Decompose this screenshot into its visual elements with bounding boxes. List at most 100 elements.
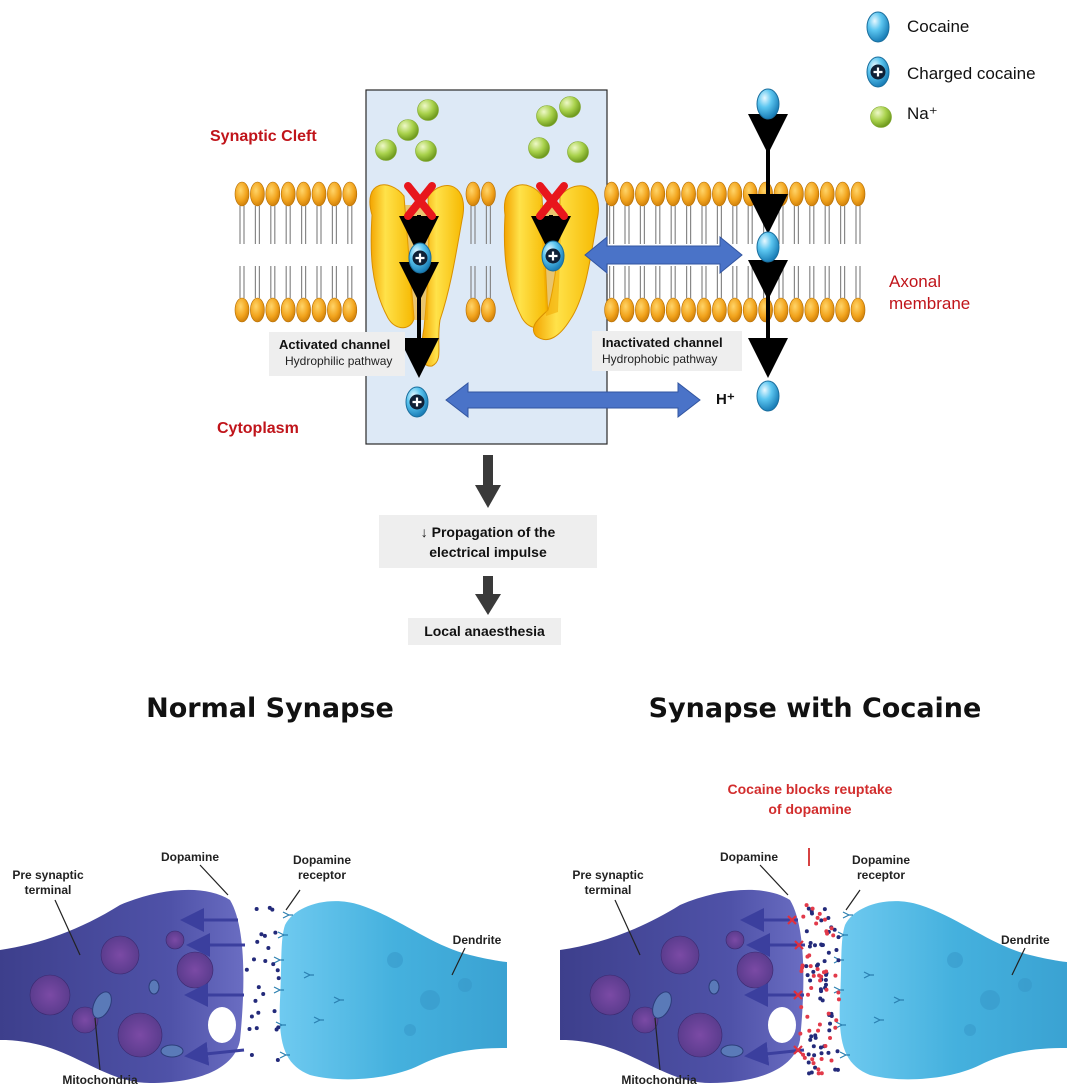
mitochondrion <box>720 1044 744 1058</box>
lipid-head <box>850 297 866 323</box>
dopamine-molecule <box>256 985 261 990</box>
cocaine-outside <box>756 88 780 120</box>
cocaine-molecules <box>405 11 890 418</box>
cocaine-molecule-dot <box>801 1052 806 1057</box>
lipid-head <box>789 297 804 323</box>
lipid-head <box>481 297 496 323</box>
dopamine-molecule <box>818 987 823 992</box>
cocaine-molecule-dot <box>809 986 814 991</box>
dopamine-molecule <box>823 982 828 987</box>
dopamine-molecule <box>805 973 810 978</box>
cocaine-in-membrane <box>756 231 780 263</box>
dendrite-spot <box>387 952 403 968</box>
cocaine-molecule-dot <box>802 1055 807 1060</box>
dendrite <box>839 901 1067 1080</box>
dopamine-molecule <box>263 959 268 964</box>
lipid-head <box>311 181 327 207</box>
cocaine-molecule-dot <box>833 1025 838 1030</box>
lipid-head <box>650 297 666 323</box>
activated-channel-subtitle: Hydrophilic pathway <box>285 354 393 368</box>
h-plus-label: H⁺ <box>716 391 735 408</box>
cocaine-molecule-dot <box>825 931 830 936</box>
dopamine-molecule <box>254 1026 259 1031</box>
cocaine-molecule-dot <box>799 1005 804 1010</box>
cocaine-synapse-panel <box>560 848 1067 1083</box>
dopamine-molecule <box>274 1027 279 1032</box>
lipid-head <box>758 181 773 207</box>
na-ion <box>567 141 589 163</box>
dopamine-molecule <box>270 907 275 912</box>
normal-dopamine-label: Dopamine <box>160 850 219 864</box>
legend-cocaine-label: Cocaine <box>907 17 970 36</box>
normal-pre-synaptic-label: Pre synaptic terminal <box>6 868 90 898</box>
lipid-head <box>773 181 789 207</box>
lipid-head <box>696 181 712 207</box>
lipid-head <box>665 181 681 207</box>
lipid-head <box>311 297 327 323</box>
lipid-head <box>296 297 311 323</box>
lipid-head <box>342 297 358 323</box>
lipid-head <box>742 297 758 323</box>
dopamine-molecule <box>251 957 256 962</box>
lipid-head <box>296 181 311 207</box>
mitochondrion <box>708 979 720 995</box>
lipid-head <box>234 297 250 323</box>
cocaine-molecule-dot <box>801 914 806 919</box>
normal-dendrite-label: Dendrite <box>452 933 502 947</box>
dopamine-molecule <box>262 933 267 938</box>
dopamine-molecule <box>808 1037 813 1042</box>
dopamine-molecule <box>804 929 809 934</box>
dopamine-molecule <box>834 947 839 952</box>
dopamine-molecule <box>255 939 260 944</box>
cocaine-molecule-dot <box>834 1018 839 1023</box>
inactivated-channel-label: Inactivated channel Hydrophobic pathway <box>592 331 742 371</box>
na-ion <box>415 140 437 162</box>
cocaine-molecule-dot <box>817 1022 822 1027</box>
na-ion <box>375 139 397 161</box>
leader-line <box>614 899 641 956</box>
dopamine-molecule <box>804 964 809 969</box>
cocaine-molecule-dot <box>817 911 822 916</box>
cocaine-molecule-dot <box>819 1057 824 1062</box>
dopamine-molecule <box>819 918 824 923</box>
dendrite <box>279 901 507 1080</box>
cocaine-molecule-dot <box>811 973 816 978</box>
lipid-head <box>327 297 342 323</box>
dopamine-receptor <box>313 1016 324 1024</box>
lipid-head <box>265 181 281 207</box>
dopamine-molecule <box>807 1071 812 1076</box>
dopamine-molecule <box>826 1050 831 1055</box>
cocaine-molecule-dot <box>798 1031 803 1036</box>
blocked-x <box>793 1045 803 1055</box>
na-ion <box>870 106 892 128</box>
vesicle <box>100 935 140 975</box>
cocaine-molecule-dot <box>805 954 810 959</box>
dendrite-spot <box>980 990 1000 1010</box>
cocaine-cytoplasm <box>756 380 780 412</box>
cocaine-pre-line-1: Pre synaptic <box>572 868 644 882</box>
dopamine-molecule <box>813 1033 818 1038</box>
inactivated-channel-subtitle: Hydrophobic pathway <box>602 352 718 366</box>
lipid-head <box>635 297 650 323</box>
dopamine-molecule <box>809 1034 814 1039</box>
lipid-head <box>619 181 635 207</box>
propagation-line-1: ↓ Propagation of the <box>420 524 556 540</box>
dopamine-molecule <box>276 976 281 981</box>
lipid-head <box>280 297 296 323</box>
lipid-head <box>773 297 789 323</box>
vesicle <box>736 951 774 989</box>
block-x-right <box>536 182 568 220</box>
flow-arrow-2 <box>475 576 501 615</box>
dopamine-molecule <box>249 1014 254 1019</box>
cocaine-receptor-line-2: receptor <box>856 868 906 882</box>
dopamine-molecule <box>806 1052 811 1057</box>
blocked-x <box>787 915 797 925</box>
na-ion <box>528 137 550 159</box>
lipid-head <box>604 297 619 323</box>
lipid-head <box>696 297 712 323</box>
dopamine-molecule <box>811 969 816 974</box>
cocaine-molecule-dot <box>800 965 805 970</box>
cocaine-molecule-dot <box>805 1014 810 1019</box>
lipid-head <box>481 181 496 207</box>
